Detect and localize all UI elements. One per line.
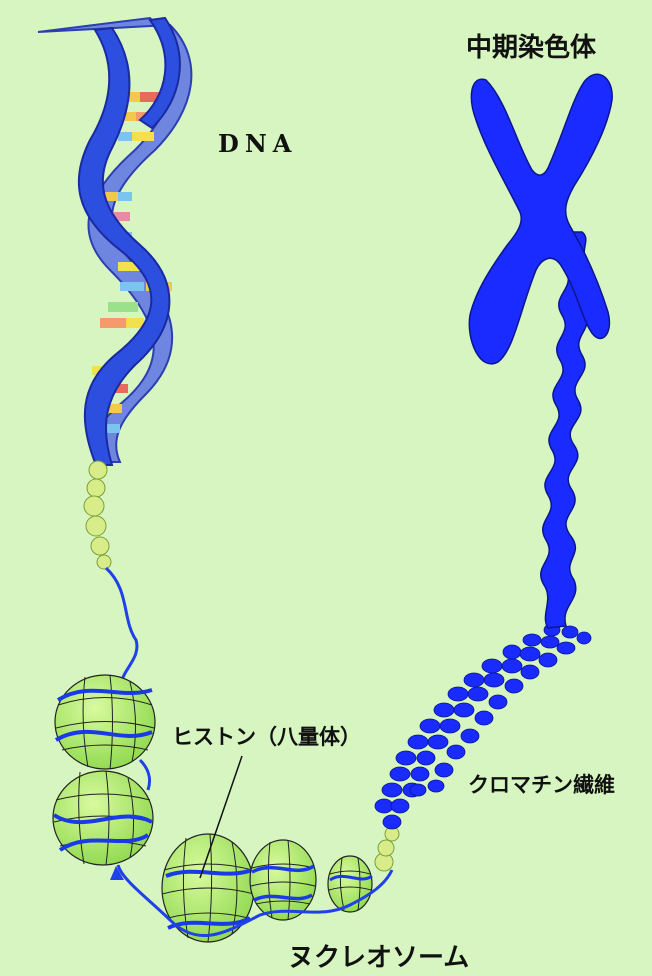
chromatin-fiber-label: クロマチン繊維 bbox=[468, 772, 615, 797]
nucleosome-sphere bbox=[250, 840, 316, 920]
histone-octamer-label: ヒストン（八量体） bbox=[172, 724, 361, 749]
dna-label: DNA bbox=[218, 129, 297, 158]
nucleosome-sphere bbox=[53, 771, 153, 865]
metaphase-chromosome-label: 中期染色体 bbox=[466, 32, 597, 63]
nucleosome-label: ヌクレオソーム bbox=[288, 943, 469, 973]
nucleosome-sphere bbox=[55, 675, 155, 769]
